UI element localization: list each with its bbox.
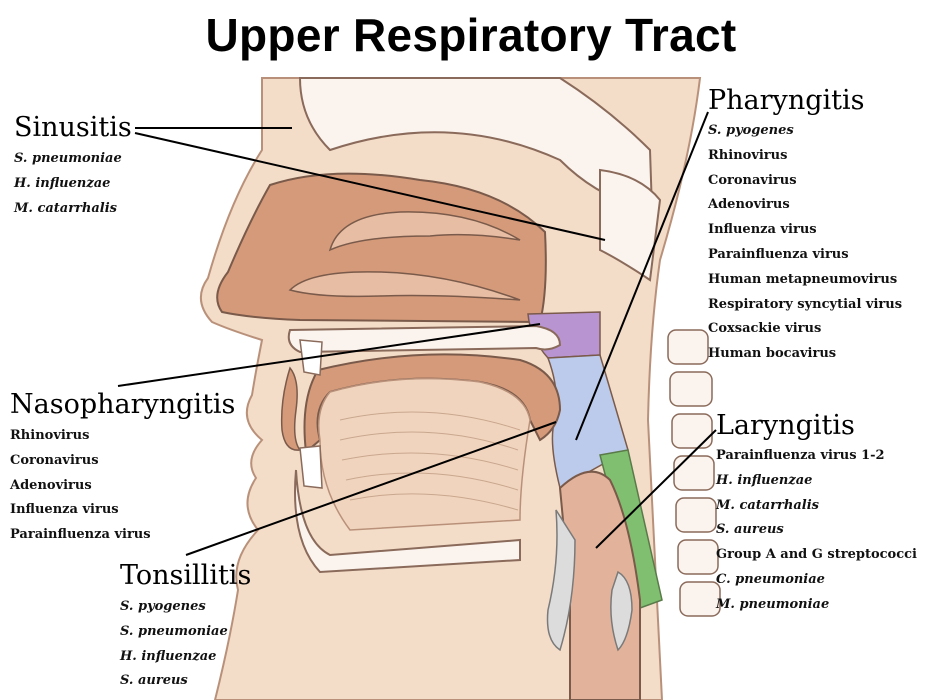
pointer-nasopharyngitis <box>117 323 541 387</box>
pathogen-item: S. pneumoniae <box>14 151 122 166</box>
sinusitis-pathogen-list: S. pneumoniae H. influenzae M. catarrhalis <box>14 147 132 221</box>
pathogen-item: Influenza virus <box>708 222 817 238</box>
pathogen-item: S. pyogenes <box>120 599 206 614</box>
pathogen-item: Coxsackie virus <box>708 321 822 337</box>
nasal-turbinate-lower <box>288 271 521 301</box>
pathogen-item: M. pneumoniae <box>716 596 830 612</box>
pathogen-item: Parainfluenza virus 1-2 <box>716 448 885 463</box>
pathogen-item: Influenza virus <box>10 502 119 518</box>
pathogen-item: Rhinovirus <box>708 147 788 163</box>
pharyngitis-heading: Pharyngitis <box>708 85 865 116</box>
laryngitis-pathogen-list: Parainfluenza virus 1-2 H. influenzae M. c… <box>716 444 917 618</box>
pathogen-item: H. influenzae <box>716 472 813 488</box>
cervical-vertebrae <box>667 329 721 617</box>
pathogen-item: H. influenzae <box>120 648 217 664</box>
pathogen-item: H. influenzae <box>14 175 111 191</box>
sinusitis-heading: Sinusitis <box>14 112 132 143</box>
tonsillitis-label-group: Tonsillitis S. pyogenes S. pneumoniae H. in… <box>120 561 251 694</box>
hard-palate <box>287 324 562 354</box>
skull-bone <box>298 77 654 212</box>
pathogen-item: Respiratory syncytial virus <box>708 296 903 312</box>
vertebra-plate <box>599 168 662 282</box>
pointer-lines <box>117 111 717 556</box>
pathogen-item: Group A and G streptococci <box>716 547 917 563</box>
pathogen-item: S. pyogenes <box>708 123 794 138</box>
pathogen-item: Coronavirus <box>708 172 797 188</box>
pathogen-item: S. aureus <box>716 522 784 538</box>
diagram-title: Upper Respiratory Tract <box>205 9 737 61</box>
pathogen-item: Adenovirus <box>708 197 790 213</box>
pointer-sinusitis-2 <box>134 132 606 241</box>
pathogen-item: Parainfluenza virus <box>708 246 849 262</box>
tonsillitis-pathogen-list: S. pyogenes S. pneumoniae H. influenzae S. … <box>120 595 251 694</box>
pathogen-item: S. aureus <box>120 673 188 689</box>
pathogen-item: S. pneumoniae <box>120 623 228 639</box>
pointer-tonsillitis <box>185 421 557 556</box>
pathogen-item: Coronavirus <box>10 452 99 468</box>
pathogen-item: Adenovirus <box>10 477 92 493</box>
cricoid-cartilage <box>610 570 633 652</box>
teeth <box>299 339 323 489</box>
tongue-muscle <box>318 377 531 531</box>
laryngitis-heading: Laryngitis <box>716 410 855 441</box>
pathogen-item: Human metapneumovirus <box>708 271 898 287</box>
thyroid-cartilage <box>546 509 576 652</box>
pathogen-item: C. pneumoniae <box>716 571 825 587</box>
pathogen-item: Parainfluenza virus <box>10 527 151 543</box>
pathogen-item: Rhinovirus <box>10 428 90 443</box>
pointer-pharyngitis <box>575 111 709 441</box>
pointer-laryngitis <box>595 429 717 549</box>
nasal-turbinate-upper <box>328 211 521 252</box>
sinusitis-label-group: Sinusitis S. pneumoniae H. influenzae M. ca… <box>14 113 132 221</box>
pathogen-item: Human bocavirus <box>708 346 837 362</box>
pathogen-item: M. catarrhalis <box>14 200 117 216</box>
nasopharyngitis-heading: Nasopharyngitis <box>10 389 236 420</box>
pathogen-item: M. catarrhalis <box>716 497 819 513</box>
tonsillitis-heading: Tonsillitis <box>120 560 252 591</box>
